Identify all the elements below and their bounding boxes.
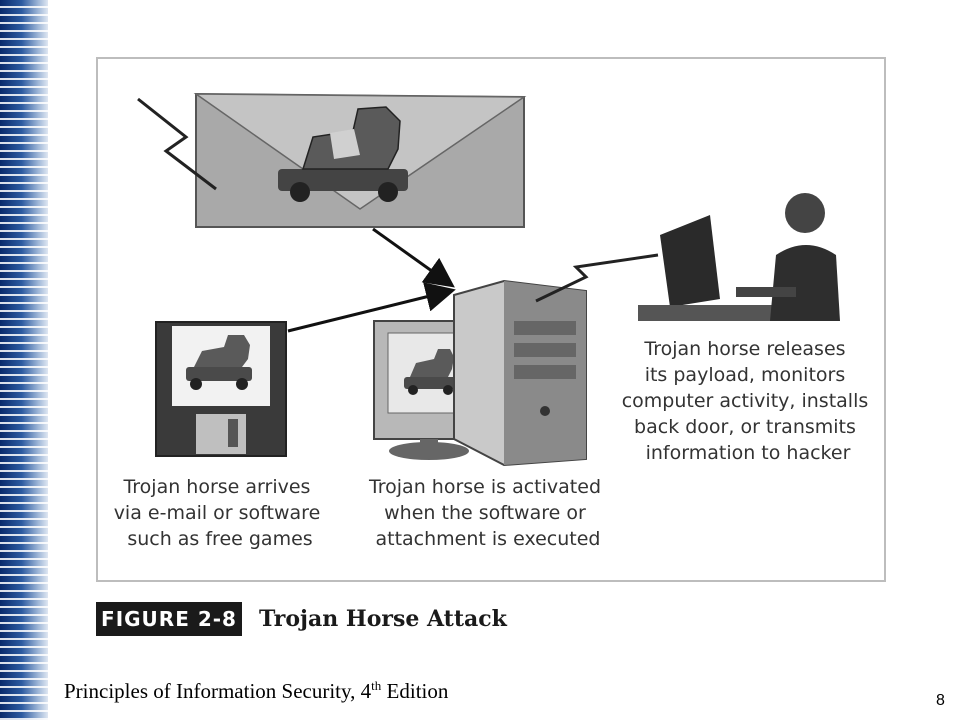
lightning-bolt-right-icon (535, 253, 659, 303)
trojan-horse-small-icon (186, 335, 252, 390)
footer-superscript: th (371, 678, 382, 693)
caption-activation: Trojan horse is activated when the softw… (368, 476, 607, 550)
side-stripe-bar (0, 0, 48, 720)
caption-payload: Trojan horse releases its payload, monit… (622, 338, 875, 464)
arrow-envelope-to-computer (372, 227, 455, 288)
caption-arrival: Trojan horse arrives via e-mail or softw… (114, 476, 327, 550)
arrow-disk-to-computer (287, 282, 456, 333)
computer-tower-icon (453, 279, 587, 467)
hacker-person-icon (736, 193, 840, 321)
trojan-horse-diagram: Trojan horse arrives via e-mail or softw… (114, 92, 875, 550)
lightning-bolt-left-icon (137, 97, 217, 191)
floppy-disk-icon (155, 321, 287, 457)
hacker-monitor-icon (638, 215, 788, 321)
trojan-horse-on-screen-icon (404, 349, 458, 395)
footer-text-after: Edition (381, 679, 449, 703)
figure-title: Trojan Horse Attack (259, 606, 507, 632)
footer-text-before: Principles of Information Security, 4 (64, 679, 372, 703)
page-number: 8 (936, 692, 945, 709)
trojan-horse-icon (278, 106, 408, 202)
figure-tag: FIGURE 2-8 (96, 602, 242, 636)
footer-book-title: Principles of Information Security, 4th … (64, 678, 448, 704)
figure-frame: Trojan horse arrives via e-mail or softw… (96, 57, 886, 582)
